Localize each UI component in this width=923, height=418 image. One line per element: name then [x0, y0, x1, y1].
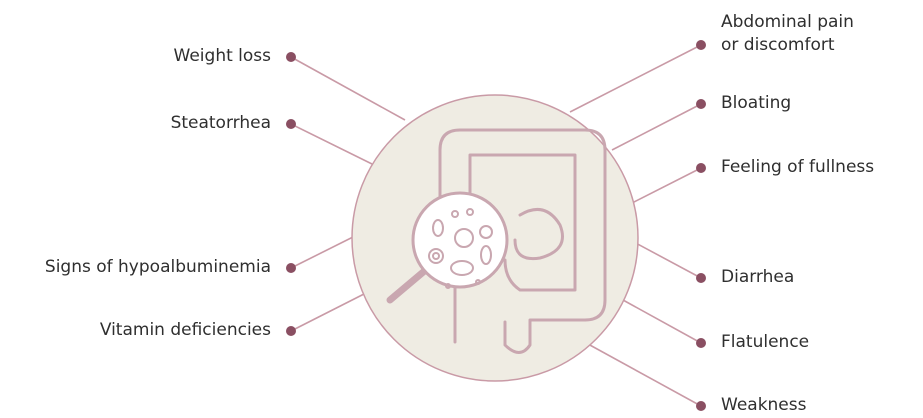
- marker-dot: [286, 119, 296, 129]
- connector-line: [291, 124, 372, 164]
- symptom-label: Flatulence: [721, 331, 809, 354]
- marker-dot: [696, 99, 706, 109]
- symptom-label: Feeling of fullness: [721, 156, 874, 179]
- symptom-label: Vitamin deficiencies: [100, 319, 271, 342]
- symptom-label-line: or discomfort: [721, 34, 854, 57]
- marker-dot: [696, 273, 706, 283]
- connector-line: [632, 241, 701, 278]
- connector-line: [291, 57, 405, 120]
- symptom-label: Signs of hypoalbuminemia: [45, 256, 271, 279]
- connector-line: [291, 237, 353, 268]
- marker-dot: [696, 401, 706, 411]
- connector-line: [612, 104, 701, 150]
- marker-dot: [286, 263, 296, 273]
- symptom-label: Weight loss: [174, 45, 271, 68]
- marker-dot: [286, 326, 296, 336]
- marker-dot: [696, 40, 706, 50]
- symptom-label: Steatorrhea: [171, 112, 271, 135]
- symptom-label: Bloating: [721, 92, 791, 115]
- magnifier-lens: [413, 193, 507, 287]
- marker-dot: [286, 52, 296, 62]
- connector-line: [570, 45, 701, 112]
- symptom-label: Diarrhea: [721, 266, 794, 289]
- symptom-label-line: Abdominal pain: [721, 11, 854, 34]
- connector-line: [291, 294, 364, 331]
- marker-dot: [696, 163, 706, 173]
- symptom-label: Weakness: [721, 394, 806, 417]
- connector-line: [588, 344, 701, 406]
- connector-line: [632, 168, 701, 203]
- connector-line: [623, 300, 701, 343]
- marker-dot: [696, 338, 706, 348]
